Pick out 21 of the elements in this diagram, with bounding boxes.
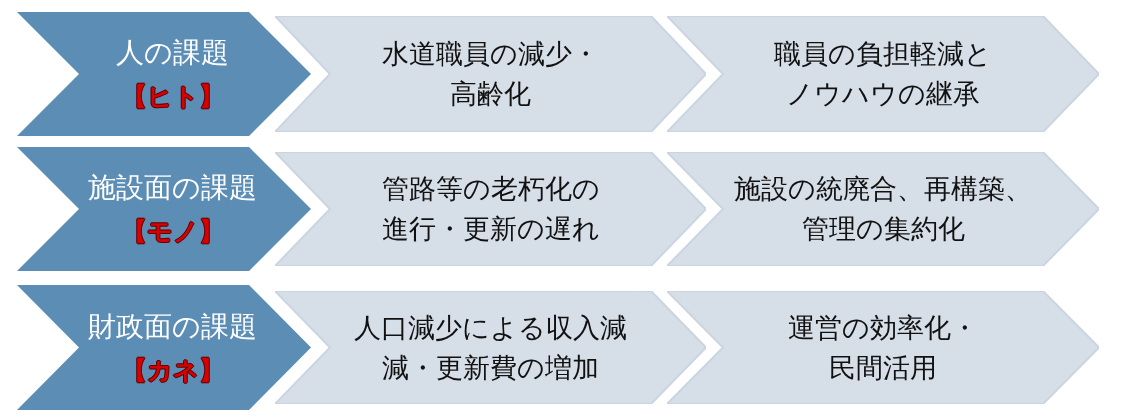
chevron-shape [275, 16, 706, 132]
description-text: 運営の効率化・民間活用 [787, 310, 979, 385]
description-text: 人口減少による収入減減・更新費の増加 [353, 310, 628, 385]
chevron-shape [17, 12, 311, 136]
description-text: 職員の負担軽減とノウハウの継承 [773, 37, 993, 111]
heading-text: 人の課題 [116, 35, 229, 71]
description-text: 管路等の老朽化の進行・更新の遅れ [380, 172, 601, 246]
description-text: 施設の統廃合、再構築、管理の集約化 [733, 172, 1033, 246]
chevron-shape [667, 152, 1099, 266]
chevron-shape [17, 147, 311, 271]
chevron-shape [275, 152, 706, 266]
chevron-shape [275, 291, 706, 404]
category-tag: 【モノ】 [121, 216, 224, 248]
description-text: 水道職員の減少・高齢化 [381, 37, 600, 111]
category-tag: 【ヒト】 [121, 81, 224, 113]
chevron-shape [667, 291, 1099, 404]
heading-text: 財政面の課題 [88, 308, 257, 345]
chevron-shape [667, 16, 1099, 132]
chevron-shape [17, 285, 311, 410]
category-tag: 【カネ】 [121, 354, 224, 387]
heading-text: 施設面の課題 [88, 170, 257, 206]
